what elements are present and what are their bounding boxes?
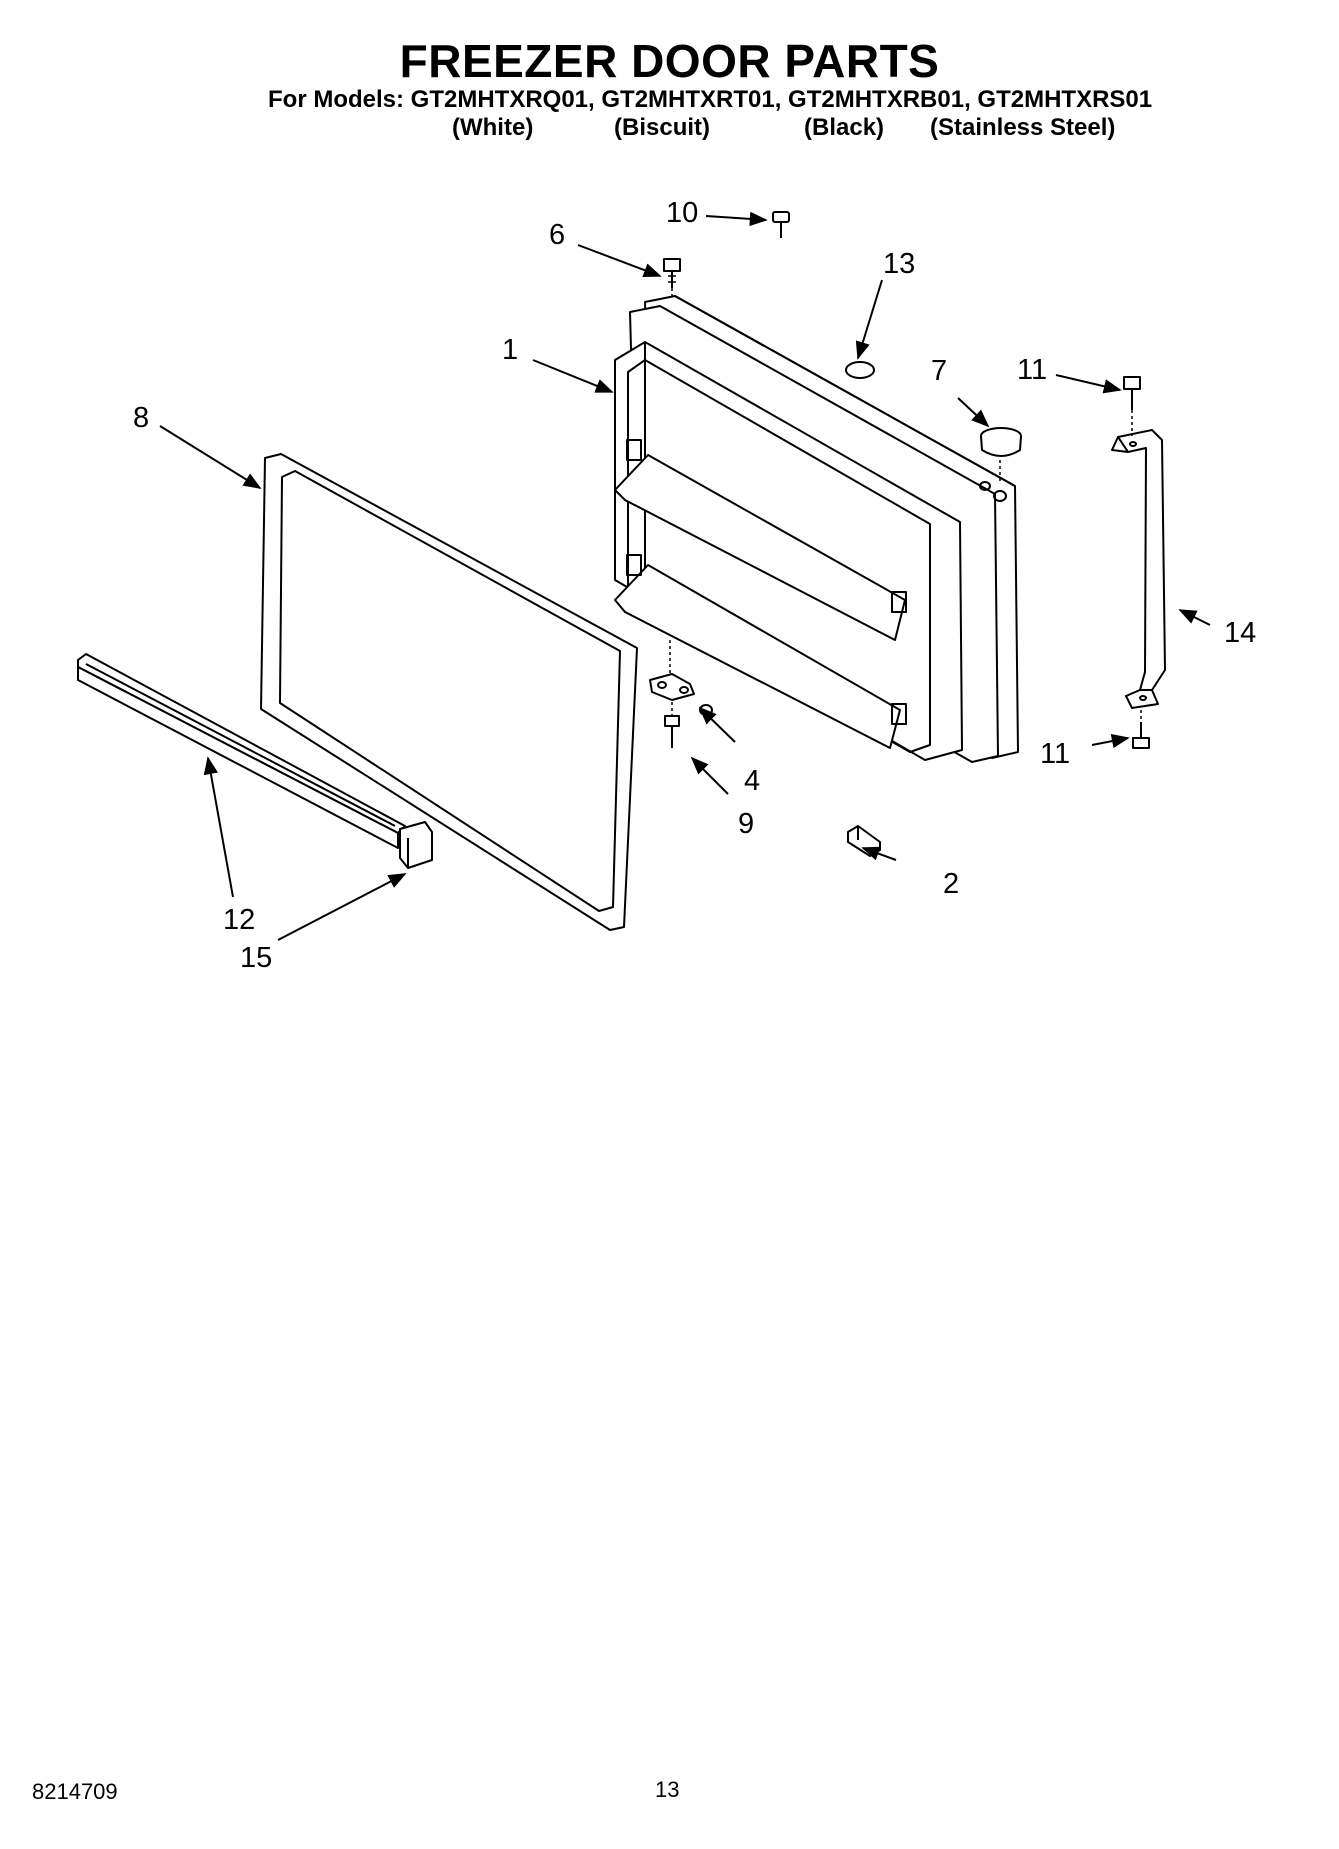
end-cap [399,821,433,869]
plug-button-part-7 [980,427,1022,482]
callout-10: 10 [666,197,699,229]
leader-lines [159,211,1211,941]
callout-14: 14 [1224,617,1257,649]
screw-part-11-top [1123,376,1141,436]
washer-part-13 [845,361,875,379]
callout-11-top: 11 [1017,354,1048,386]
finish-biscuit: (Biscuit) [614,114,710,141]
hinge-part-14 [1111,429,1166,709]
callout-15: 15 [240,942,273,974]
callout-1: 1 [502,334,519,366]
callout-9: 9 [738,808,755,840]
callout-13: 13 [883,248,916,280]
screw-part-10 [772,211,790,238]
callout-7: 7 [931,355,948,387]
handle-trim [77,653,406,849]
screw-part-11-bottom [1132,710,1150,749]
finish-white: (White) [452,114,534,141]
callout-11-bottom: 11 [1040,738,1071,770]
callout-8: 8 [133,402,150,434]
screw-part-9 [664,702,680,748]
finish-stainless-steel: (Stainless Steel) [930,114,1116,141]
door-gasket [260,453,638,931]
finish-black: (Black) [804,114,885,141]
page-number: 13 [655,1777,680,1802]
callout-4: 4 [744,765,761,797]
screw-part-6 [663,258,681,300]
callout-6: 6 [549,219,566,251]
freezer-door-outer-panel [614,295,1019,763]
callout-12: 12 [223,904,256,936]
models-line: For Models: GT2MHTXRQ01, GT2MHTXRT01, GT… [268,86,1153,113]
document-number: 8214709 [32,1779,118,1804]
page-title: FREEZER DOOR PARTS [399,35,940,87]
callout-2: 2 [943,868,960,900]
